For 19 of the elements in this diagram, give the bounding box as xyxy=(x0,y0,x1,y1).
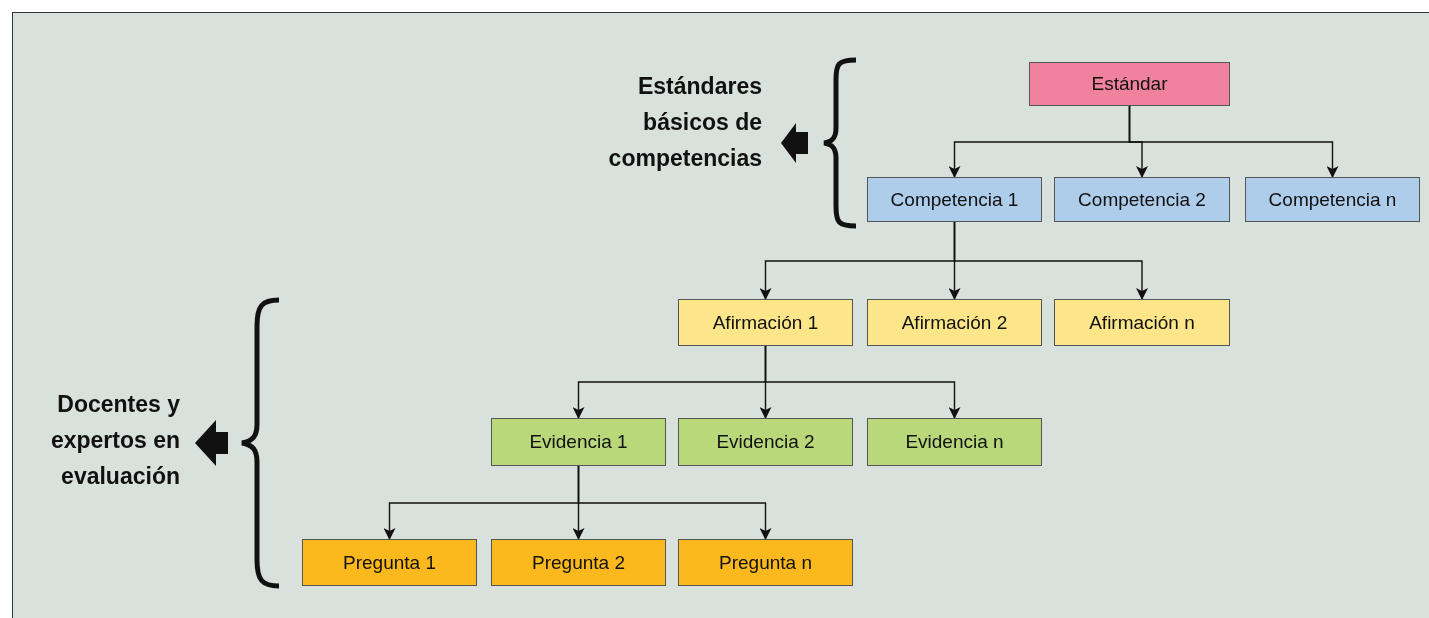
hierarchy-box: Afirmación 2 xyxy=(867,299,1042,346)
hierarchy-box: Pregunta 2 xyxy=(491,539,666,586)
arrow xyxy=(1128,105,1339,178)
hierarchy-box: Evidencia n xyxy=(867,418,1042,466)
hierarchy-box: Afirmación 1 xyxy=(678,299,853,346)
hierarchy-box: Pregunta n xyxy=(678,539,853,586)
group-label: Estándares básicos de competencias xyxy=(607,72,762,173)
hierarchy-box: Competencia 2 xyxy=(1054,177,1230,222)
group-label: Docentes y expertos en evaluación xyxy=(49,390,180,491)
arrow xyxy=(577,465,772,540)
hierarchy-box: Afirmación n xyxy=(1054,299,1230,346)
hierarchy-box: Competencia n xyxy=(1245,177,1420,222)
arrow xyxy=(764,345,961,419)
hierarchy-box: Evidencia 2 xyxy=(678,418,853,466)
arrow xyxy=(953,221,1148,300)
hierarchy-box: Evidencia 1 xyxy=(491,418,666,466)
hierarchy-box: Pregunta 1 xyxy=(302,539,477,586)
hierarchy-box: Estándar xyxy=(1029,62,1230,106)
hierarchy-box: Competencia 1 xyxy=(867,177,1042,222)
